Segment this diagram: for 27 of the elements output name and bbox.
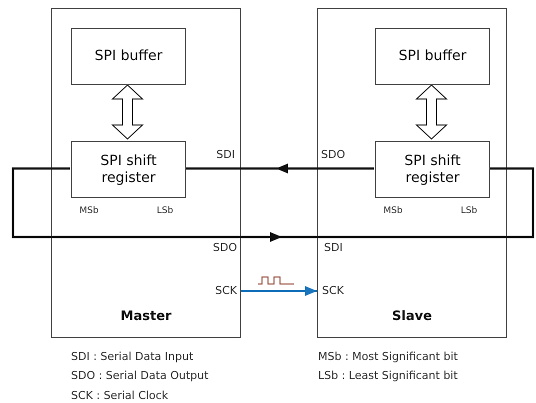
box-label: SPI buffer	[398, 48, 466, 65]
bit-label: MSb	[79, 205, 99, 218]
pin-label: SDO	[321, 148, 346, 161]
register-box	[375, 28, 490, 85]
block-title: Master	[120, 309, 172, 324]
block-title: Slave	[391, 309, 433, 324]
register-box	[375, 141, 490, 198]
note-text: SDO : Serial Data Output	[71, 369, 208, 382]
note-text: SDI : Serial Data Input	[71, 350, 194, 363]
register-box	[71, 141, 186, 198]
device-block	[317, 8, 507, 338]
register-box	[71, 28, 186, 85]
box-label: SPI shift register	[403, 152, 462, 186]
note-text: SCK : Serial Clock	[71, 389, 168, 402]
note-text: LSb : Least Significant bit	[318, 369, 458, 382]
note-text: MSb : Most Significant bit	[318, 350, 458, 363]
pin-label: SCK	[322, 284, 344, 297]
bit-label: LSb	[460, 205, 478, 218]
pin-label: SDI	[324, 241, 343, 254]
box-label: SPI buffer	[94, 48, 162, 65]
bit-label: MSb	[383, 205, 403, 218]
pin-label: SDO	[212, 241, 237, 254]
device-block	[51, 8, 241, 338]
box-label: SPI shift register	[99, 152, 158, 186]
bit-label: LSb	[156, 205, 174, 218]
pin-label: SCK	[215, 284, 237, 297]
pin-label: SDI	[216, 148, 235, 161]
